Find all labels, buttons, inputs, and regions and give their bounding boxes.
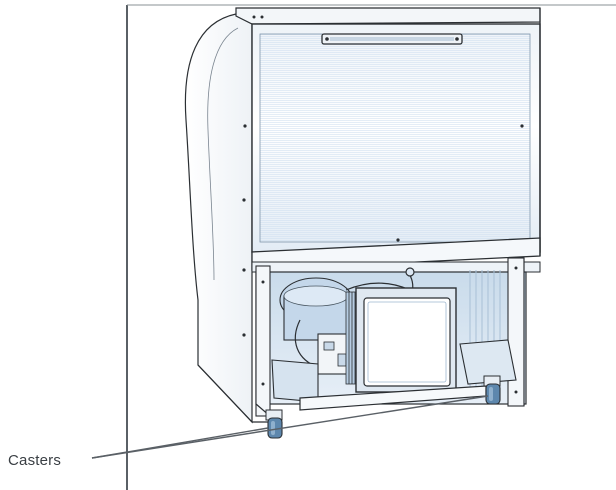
casters-label: Casters — [8, 452, 62, 469]
trim-screw — [252, 15, 256, 19]
caster-wheel-icon — [265, 409, 283, 439]
kick-bar-lower — [251, 261, 541, 273]
post-screw — [261, 382, 265, 386]
caster-wheel-icon — [483, 375, 501, 405]
cabinet-side-panel — [184, 13, 253, 424]
top-trim — [235, 7, 541, 25]
drawer-screw — [520, 124, 524, 128]
side-screw — [242, 268, 246, 272]
post-screw — [514, 266, 518, 270]
base-tray-left — [271, 359, 319, 403]
base-tray-right — [459, 339, 517, 385]
condenser-panel — [355, 287, 457, 393]
side-screw — [242, 333, 246, 337]
drawer-screw — [396, 238, 400, 242]
casters-leader-lines — [91, 395, 489, 459]
side-screw — [242, 198, 246, 202]
post-screw — [514, 390, 518, 394]
cabinet-side-inner-edge — [207, 27, 239, 281]
post-screw — [261, 280, 265, 284]
trim-screw — [260, 15, 264, 19]
compressor — [279, 277, 353, 341]
drawer-inner-panel — [260, 34, 530, 242]
bay-left-post — [255, 265, 271, 417]
side-screw — [243, 124, 247, 128]
bay-right-post — [507, 257, 525, 407]
drawer-handle-icon — [321, 33, 463, 45]
